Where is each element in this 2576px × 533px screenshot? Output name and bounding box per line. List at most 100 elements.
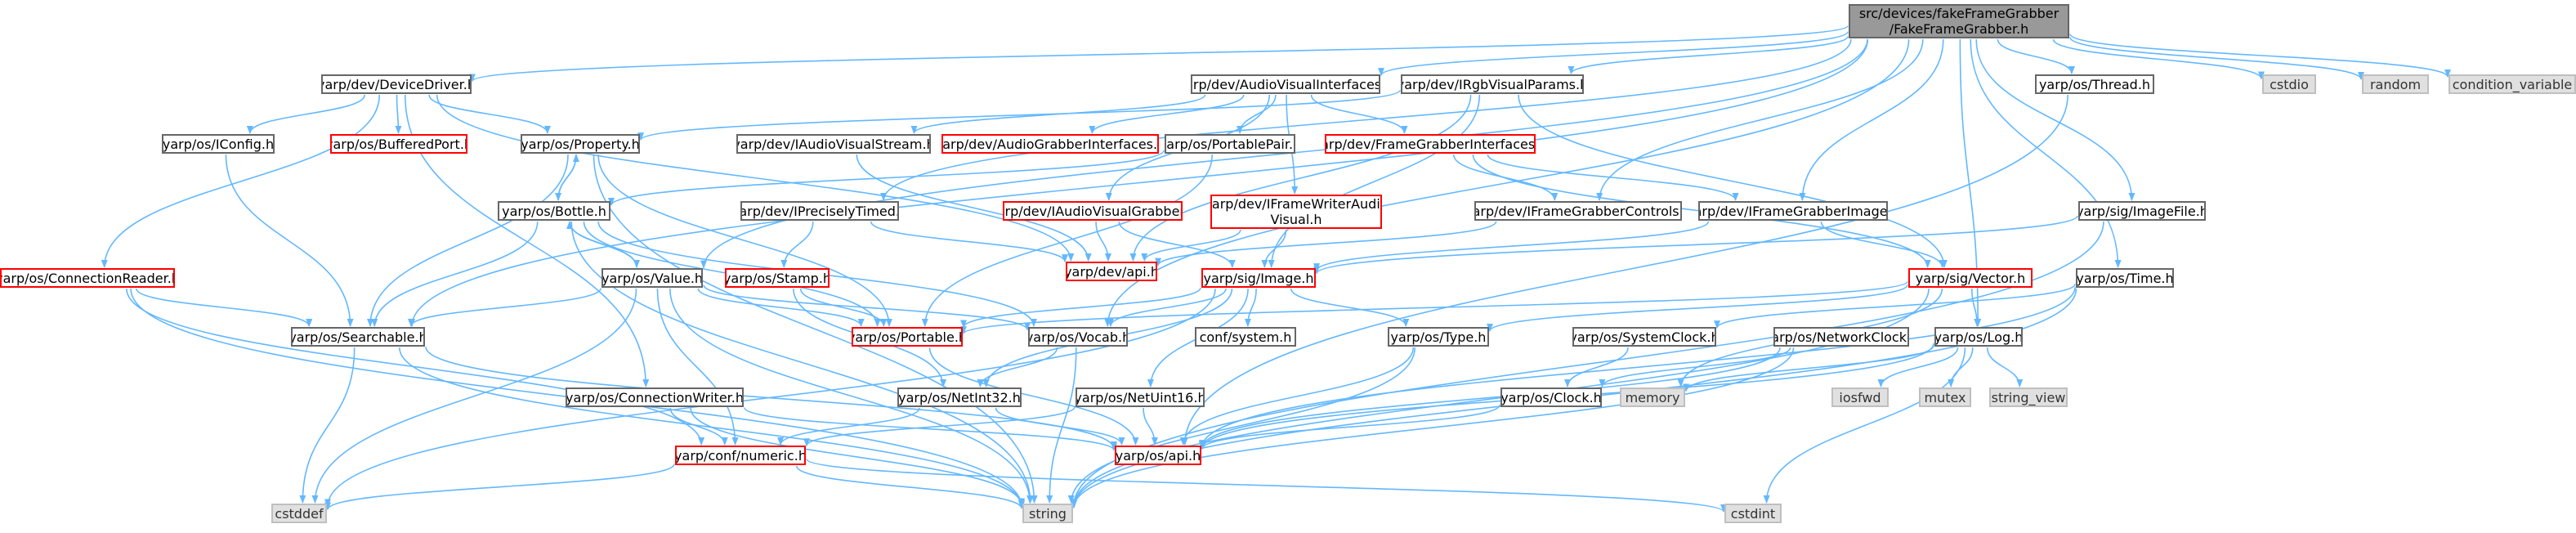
node-iavg[interactable]: yarp/dev/IAudioVisualGrabber.h <box>1003 201 1183 221</box>
edge-log-to-iosfwd <box>1877 347 1959 387</box>
edge-portable-to-osapi <box>928 347 1139 446</box>
edge-property-to-string <box>593 154 1038 504</box>
node-bottle[interactable]: yarp/os/Bottle.h <box>498 201 610 221</box>
edge-iconfig-to-searchable <box>225 154 354 327</box>
edge-log-to-mutex <box>1948 347 1974 387</box>
edge-stamp-to-portable <box>799 288 888 327</box>
edge-netuint16-to-osapi <box>1143 407 1158 446</box>
edge-ffg-to-cstdio <box>2052 38 2265 80</box>
node-thread[interactable]: yarp/os/Thread.h <box>2035 74 2154 94</box>
edge-iavstream-to-devapi <box>856 154 1092 262</box>
edge-dd-to-iconfig <box>246 94 365 134</box>
node-clock[interactable]: yarp/os/Clock.h <box>1500 387 1602 407</box>
node-iavstream[interactable]: yarp/dev/IAudioVisualStream.h <box>736 134 931 154</box>
node-fgi[interactable]: yarp/dev/FrameGrabberInterfaces.h <box>1325 134 1536 154</box>
node-osapi[interactable]: yarp/os/api.h <box>1115 446 1201 465</box>
node-ffg: src/devices/fakeFrameGrabber /FakeFrameG… <box>1849 4 2069 38</box>
edge-value-to-string <box>669 288 1034 504</box>
edge-fgi-to-ifgi <box>1487 154 1739 201</box>
node-numeric[interactable]: yarp/conf/numeric.h <box>675 446 806 465</box>
node-imgfile[interactable]: yarp/sig/ImageFile.h <box>2078 201 2206 221</box>
node-memory: memory <box>1620 387 1685 407</box>
edge-sysclock-to-clock <box>1564 347 1629 387</box>
node-devapi[interactable]: yarp/dev/api.h <box>1066 262 1157 281</box>
edge-ffg-to-rgb <box>1568 35 1849 74</box>
edge-property-to-searchable <box>367 154 569 327</box>
node-log[interactable]: yarp/os/Log.h <box>1934 327 2023 347</box>
node-connwriter[interactable]: yarp/os/ConnectionWriter.h <box>566 387 744 407</box>
edge-numeric-to-string <box>796 465 1025 509</box>
edge-iprecise-to-devapi <box>870 221 1068 263</box>
edge-searchable-to-osapi <box>425 347 1117 450</box>
node-stamp[interactable]: yarp/os/Stamp.h <box>725 268 830 288</box>
edge-connwriter-to-osapi <box>744 406 1117 451</box>
node-value[interactable]: yarp/os/Value.h <box>602 268 703 288</box>
edge-portpair-to-bottle <box>608 150 1165 207</box>
node-string: string <box>1022 504 1073 523</box>
node-portpair[interactable]: yarp/os/PortablePair.h <box>1165 134 1295 154</box>
edge-clock-to-osapi <box>1199 404 1500 450</box>
node-sysclock[interactable]: yarp/os/SystemClock.h <box>1572 327 1716 347</box>
edge-iavg-to-image <box>1118 221 1236 268</box>
node-searchable[interactable]: yarp/os/Searchable.h <box>291 327 425 347</box>
node-avi[interactable]: yarp/dev/AudioVisualInterfaces.h <box>1191 74 1380 94</box>
node-netclock[interactable]: yarp/os/NetworkClock.h <box>1773 327 1909 347</box>
edge-ifgi-to-image <box>1313 221 1710 272</box>
node-iprecise[interactable]: yarp/dev/IPreciselyTimed.h <box>740 201 899 221</box>
node-agi[interactable]: yarp/dev/AudioGrabberInterfaces.h <box>941 134 1159 154</box>
edge-searchable-to-cstddef <box>299 347 356 504</box>
edge-vector-to-log <box>1971 288 1981 327</box>
node-property[interactable]: yarp/os/Property.h <box>521 134 640 154</box>
node-type[interactable]: yarp/os/Type.h <box>1388 327 1489 347</box>
node-bufport[interactable]: yarp/os/BufferedPort.h <box>330 134 467 154</box>
edge-property-to-portable <box>597 154 892 327</box>
edge-netuint16-to-numeric <box>803 406 1076 447</box>
edge-numeric-to-cstddef <box>324 464 675 511</box>
edge-ffg-to-searchable <box>409 38 1869 327</box>
edge-ifgi-to-vector <box>1820 221 1946 268</box>
node-connreader[interactable]: yarp/os/ConnectionReader.h <box>0 268 175 288</box>
node-dd[interactable]: yarp/dev/DeviceDriver.h <box>321 74 472 94</box>
edge-iprecise-to-stamp <box>780 221 814 268</box>
edge-image-to-portable <box>960 287 1201 329</box>
edge-portpair-to-portable <box>921 154 1214 327</box>
edge-avi-to-fgi <box>1310 94 1408 134</box>
edge-bottle-to-property <box>557 154 579 201</box>
node-vocab[interactable]: yarp/os/Vocab.h <box>1028 327 1128 347</box>
edge-dd-to-connreader <box>101 94 381 268</box>
edge-bottle-to-string <box>570 221 1034 504</box>
node-time[interactable]: yarp/os/Time.h <box>2076 268 2174 288</box>
edge-imgfile-to-string <box>1071 221 2104 508</box>
edge-ffg-to-condvar <box>2069 33 2451 78</box>
edge-log-to-cstdint <box>1763 347 1966 504</box>
edge-ffg-to-imgfile <box>1975 38 2135 201</box>
node-netint32[interactable]: yarp/os/NetInt32.h <box>897 387 1022 407</box>
node-rgb[interactable]: yarp/dev/IRgbVisualParams.h <box>1401 74 1584 94</box>
edge-log-to-memory <box>1683 344 1934 392</box>
edge-netint32-to-osapi <box>995 407 1125 446</box>
node-iosfwd: iosfwd <box>1831 387 1889 407</box>
node-image[interactable]: yarp/sig/Image.h <box>1201 268 1316 288</box>
node-ifgi[interactable]: yarp/dev/IFrameGrabberImage.h <box>1698 201 1888 221</box>
node-condvar: condition_variable <box>2449 74 2576 94</box>
edge-dd-to-bufport <box>395 94 402 134</box>
node-portable[interactable]: yarp/os/Portable.h <box>852 327 963 347</box>
edge-vocab-to-string <box>1046 347 1077 504</box>
node-cstdio: cstdio <box>2262 74 2316 94</box>
edge-vector-to-type <box>1487 284 1908 333</box>
edge-type-to-string <box>1067 347 1416 504</box>
node-stringview: string_view <box>1989 387 2068 407</box>
node-netuint16[interactable]: yarp/os/NetUint16.h <box>1076 387 1205 407</box>
edge-ifwav-to-devapi <box>1141 229 1241 262</box>
edge-ifwav-to-image <box>1261 229 1287 268</box>
node-ifwav[interactable]: yarp/dev/IFrameWriterAudio Visual.h <box>1210 195 1382 229</box>
node-vector[interactable]: yarp/sig/Vector.h <box>1908 268 2033 288</box>
edge-ffg-to-avi <box>1378 30 1849 77</box>
node-ifgc[interactable]: yarp/dev/IFrameGrabberControls.h <box>1474 201 1682 221</box>
node-confsys[interactable]: conf/system.h <box>1195 327 1296 347</box>
edge-time-to-osapi <box>1199 287 2076 449</box>
node-iconfig[interactable]: yarp/os/IConfig.h <box>162 134 275 154</box>
node-mutex: mutex <box>1919 387 1971 407</box>
edge-netclock-to-clock <box>1599 347 1791 387</box>
edge-value-to-numeric <box>656 288 739 446</box>
